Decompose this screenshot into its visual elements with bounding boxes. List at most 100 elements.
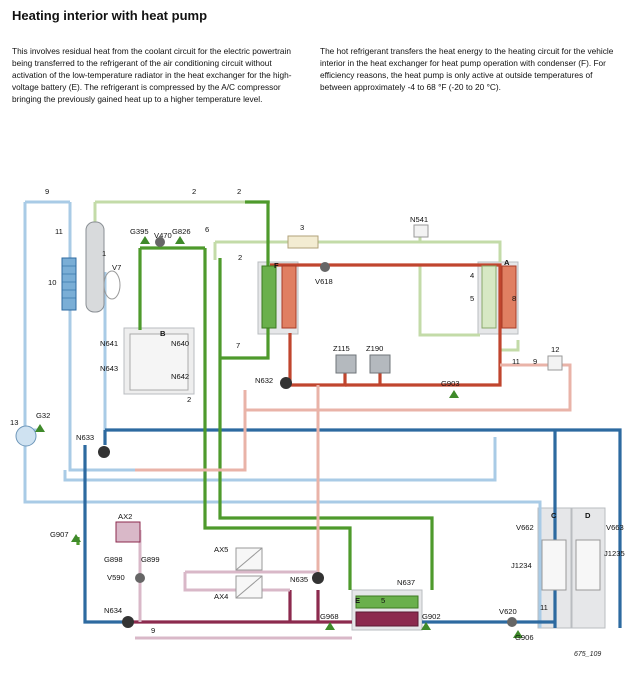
label-g902: G902: [422, 612, 441, 621]
heater-z190: [369, 354, 391, 374]
battery-e-purple: [355, 611, 419, 627]
expansion-tank-13: [15, 425, 37, 447]
label-10: 10: [48, 278, 56, 287]
label-v618: V618: [315, 277, 333, 286]
valve-n541: [413, 224, 429, 238]
label-11c: 11: [540, 603, 548, 612]
sensors: [35, 236, 523, 638]
label-9: 9: [45, 187, 49, 196]
component-ax2: [115, 521, 141, 543]
label-n635: N635: [290, 575, 308, 584]
label-g907: G907: [50, 530, 69, 539]
component-j1234: [541, 539, 567, 591]
label-v620: V620: [499, 607, 517, 616]
label-g899: G899: [141, 555, 160, 564]
label-d: D: [585, 511, 591, 520]
component-3: [287, 235, 319, 249]
label-4: 4: [470, 271, 474, 280]
label-12: 12: [551, 345, 559, 354]
label-ax2: AX2: [118, 512, 132, 521]
component-12: [547, 355, 563, 371]
pump-v590-icon: [135, 573, 145, 583]
label-5: 5: [470, 294, 474, 303]
radiator-10: [61, 257, 77, 311]
heat-exchanger-a-red: [501, 265, 517, 329]
label-v590: V590: [107, 573, 125, 582]
label-f: F: [274, 261, 279, 270]
fan-v7-icon: [103, 270, 121, 300]
label-z190: Z190: [366, 344, 383, 353]
label-11a: 11: [55, 227, 63, 236]
description-left: This involves residual heat from the coo…: [12, 46, 292, 105]
label-z115: Z115: [333, 344, 350, 353]
valve-n634-icon: [122, 616, 134, 628]
lines-purple: [128, 590, 352, 624]
label-n643: N643: [100, 364, 118, 373]
label-v7: V7: [112, 263, 121, 272]
lines-red: [270, 263, 502, 387]
label-n634: N634: [104, 606, 122, 615]
page-title: Heating interior with heat pump: [12, 8, 208, 23]
label-6: 6: [205, 225, 209, 234]
label-n632: N632: [255, 376, 273, 385]
label-9c: 9: [151, 626, 155, 635]
label-11b: 11: [512, 357, 520, 366]
label-g826: G826: [172, 227, 191, 236]
label-n633: N633: [76, 433, 94, 442]
label-v470: V470: [154, 231, 172, 240]
label-8: 8: [512, 294, 516, 303]
pump-v618-icon: [320, 262, 330, 272]
label-g395: G395: [130, 227, 149, 236]
label-n640: N640: [171, 339, 189, 348]
label-g906: G906: [515, 633, 534, 642]
lines-pink: [135, 363, 572, 578]
heat-exchanger-a-green: [481, 265, 497, 329]
label-j1235: J1235: [604, 549, 625, 558]
component-1: [85, 221, 105, 313]
description-right: The hot refrigerant transfers the heat e…: [320, 46, 614, 93]
heat-exchanger-f-green: [261, 265, 277, 329]
label-g32: G32: [36, 411, 50, 420]
label-v663: V663: [606, 523, 624, 532]
label-n642: N642: [171, 372, 189, 381]
valve-n633-icon: [98, 446, 110, 458]
heater-z115: [335, 354, 357, 374]
label-3: 3: [300, 223, 304, 232]
valve-n635-icon: [312, 572, 324, 584]
label-j1234: J1234: [511, 561, 532, 570]
label-5b: 5: [381, 596, 385, 605]
coolant-lines-light-blue: [23, 200, 542, 628]
battery-e-green: [355, 595, 419, 609]
label-g903: G903: [441, 379, 460, 388]
lines-dark-green: [76, 200, 434, 590]
label-n637: N637: [397, 578, 415, 587]
label-n641: N641: [100, 339, 118, 348]
label-2d: 2: [187, 395, 191, 404]
label-2b: 2: [237, 187, 241, 196]
heat-exchanger-f-red: [281, 265, 297, 329]
label-7: 7: [236, 341, 240, 350]
label-1: 1: [102, 249, 106, 258]
label-9b: 9: [533, 357, 537, 366]
coolant-lines-dark-blue: [83, 428, 622, 628]
label-2c: 2: [238, 253, 242, 262]
valve-block-b: [129, 333, 189, 391]
label-n541: N541: [410, 215, 428, 224]
figure-id: 675_109: [574, 651, 601, 658]
label-2a: 2: [192, 187, 196, 196]
pump-v470-icon: [155, 237, 165, 247]
label-g968: G968: [320, 612, 339, 621]
label-ax5: AX5: [214, 545, 228, 554]
label-c: C: [551, 511, 557, 520]
label-g898: G898: [104, 555, 123, 564]
label-v662: V662: [516, 523, 534, 532]
valve-n632-icon: [280, 377, 292, 389]
pump-v620-icon: [507, 617, 517, 627]
label-b: B: [160, 329, 166, 338]
label-ax4: AX4: [214, 592, 228, 601]
component-j1235: [575, 539, 601, 591]
label-e: E: [355, 596, 360, 605]
label-13: 13: [10, 418, 18, 427]
label-a: A: [504, 258, 510, 267]
